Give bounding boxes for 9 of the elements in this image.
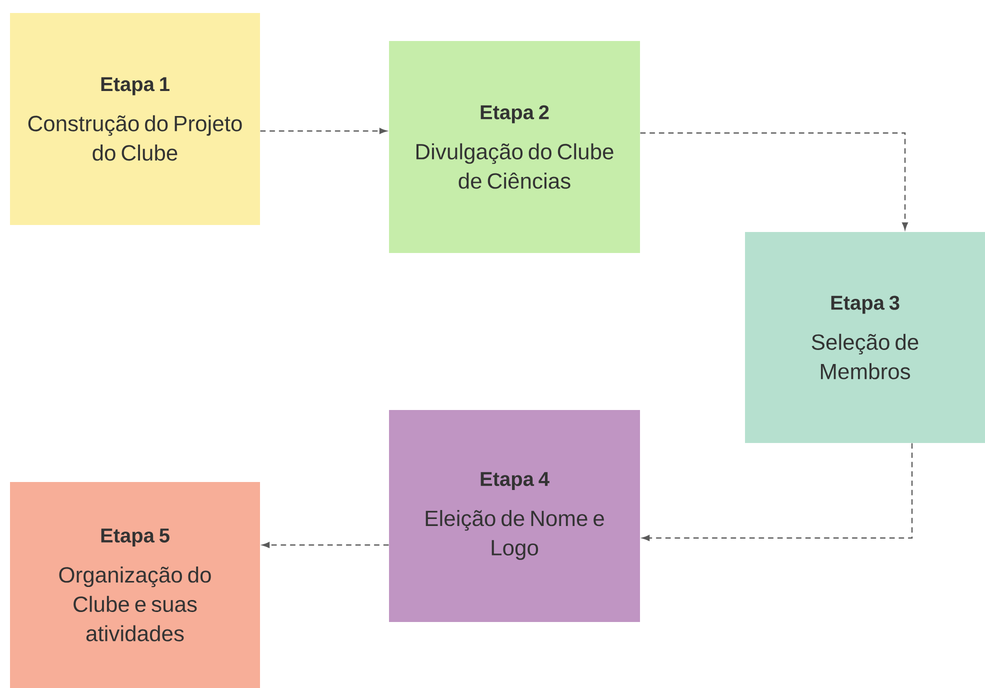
arrow [642, 443, 913, 541]
arrow [260, 128, 387, 134]
step-box: Etapa 4 Eleição de Nome e Logo [389, 410, 640, 622]
step-box: Etapa 1 Construção do Projeto do Clube [10, 13, 260, 225]
step-box: Etapa 2 Divulgação do Clube de Ciências [389, 41, 640, 253]
step-box: Etapa 3 Seleção de Membros [745, 232, 985, 443]
arrow [640, 132, 908, 230]
arrow [262, 542, 389, 548]
step-box: Etapa 5 Organização do Clube e suas atividades [10, 482, 260, 688]
